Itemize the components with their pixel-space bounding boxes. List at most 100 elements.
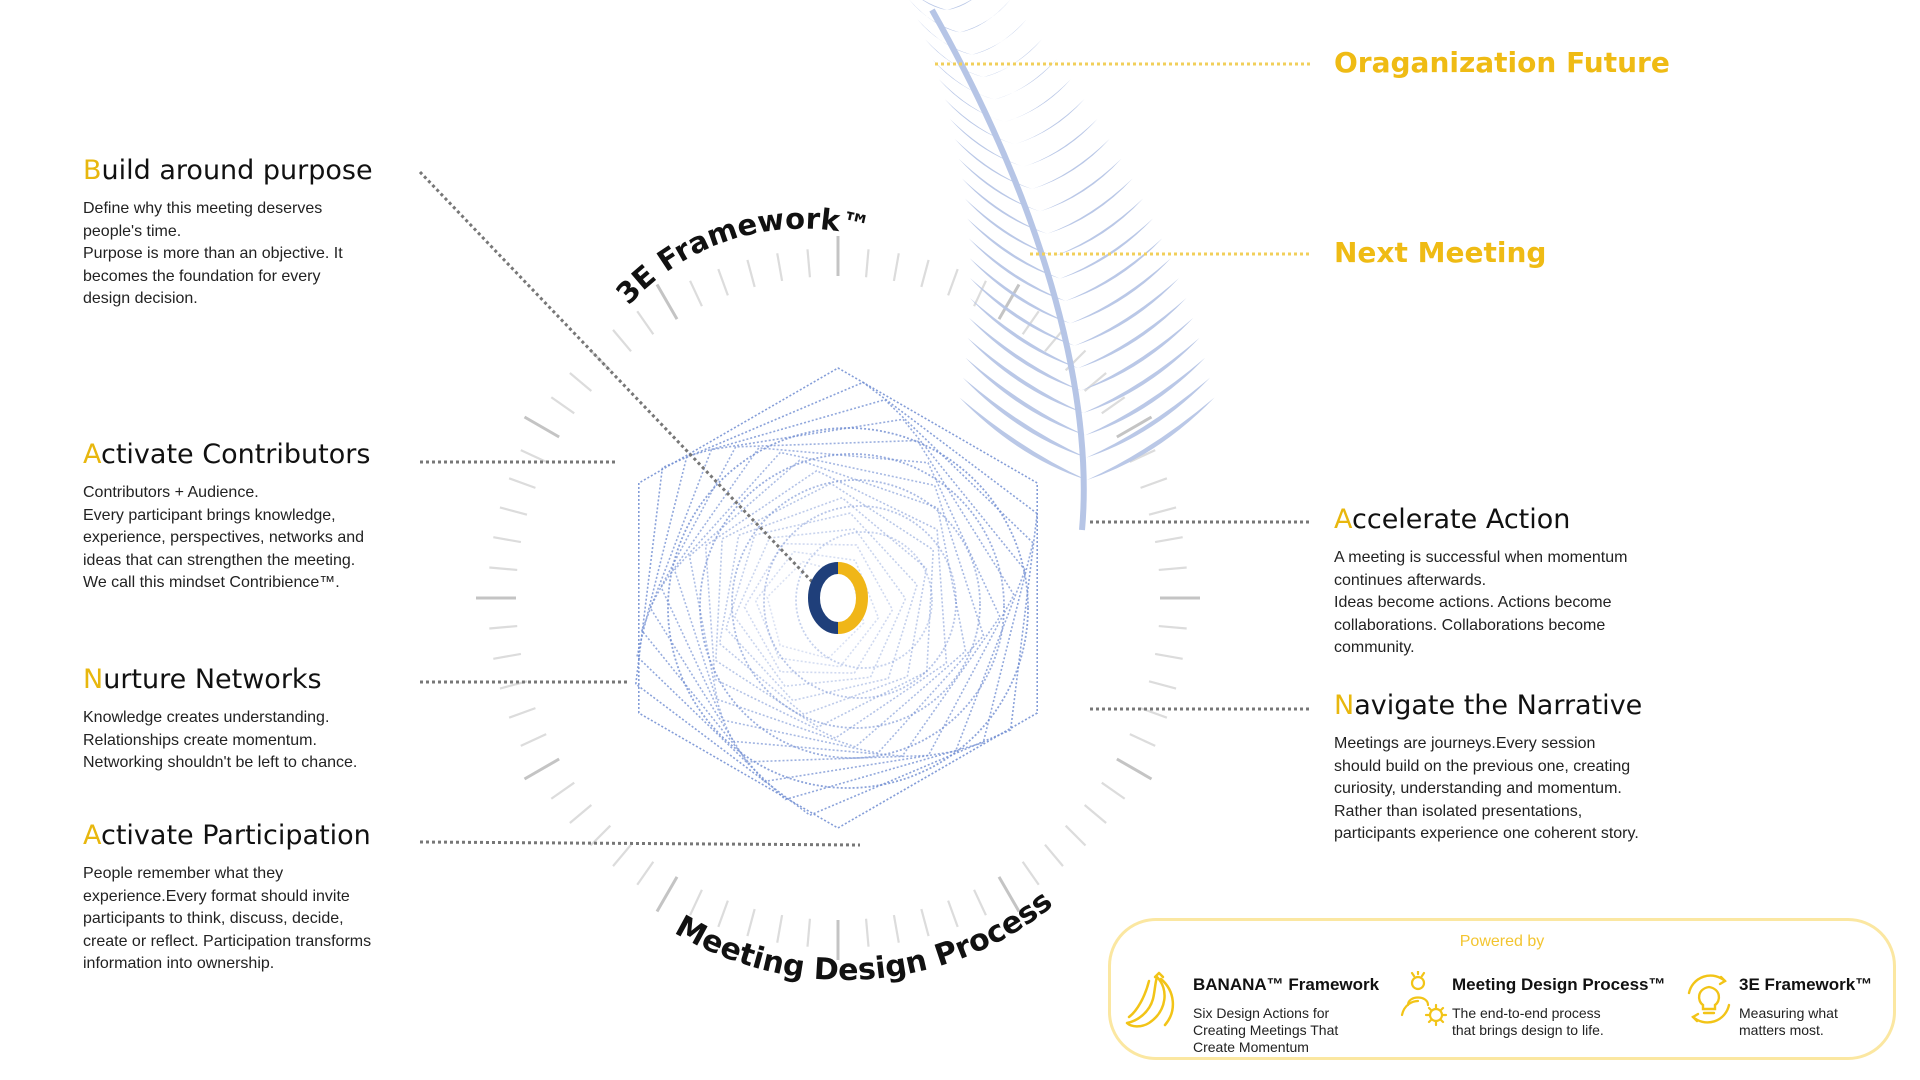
tick-mark	[973, 280, 987, 307]
section-title: Activate Participation	[83, 820, 371, 851]
section-body: People remember what they experience.Eve…	[83, 863, 371, 976]
spiral-hexagon	[636, 398, 1034, 801]
body-line: continues afterwards.	[1334, 571, 1487, 589]
spiral-hexagon	[649, 439, 1015, 763]
tick-mark	[920, 908, 930, 937]
fern-leaflet	[959, 0, 1011, 33]
section-title: Accelerate Action	[1334, 504, 1571, 535]
tick-mark	[1158, 624, 1187, 630]
connector-lines	[418, 62, 1310, 847]
body-line: People remember what they	[83, 865, 284, 882]
tick-mark	[997, 283, 1021, 320]
section-body: Contributors + Audience. Every participa…	[83, 482, 370, 595]
body-line: We call this mindset Contribience™.	[83, 574, 340, 591]
section-navigate-narrative: Navigate the Narrative Meetings are jour…	[1334, 689, 1642, 846]
tick-mark	[746, 908, 756, 937]
body-line: A meeting is successful when momentum	[1334, 549, 1628, 566]
tick-mark	[776, 253, 784, 282]
section-body: Meetings are journeys.Every session shou…	[1334, 733, 1642, 846]
body-line: becomes the foundation for every	[83, 267, 321, 285]
fern-leaflet	[958, 158, 1041, 212]
body-line: design decision.	[83, 290, 198, 307]
tick-mark	[1129, 449, 1156, 463]
fern-leaflet	[959, 397, 1087, 480]
body-line: participants to think, discuss, decide,	[83, 910, 344, 927]
tick-mark	[589, 824, 612, 847]
tick-mark	[550, 781, 575, 800]
tick-mark	[612, 329, 632, 353]
tick-mark	[569, 372, 593, 392]
body-line: Every participant brings knowledge,	[83, 506, 336, 524]
spiral-hexagon	[725, 512, 918, 702]
tick-mark	[550, 396, 575, 415]
tick-mark	[569, 804, 593, 824]
label-next-meeting: Next Meeting	[1334, 236, 1547, 269]
section-body: Define why this meeting deserves people'…	[83, 198, 373, 311]
spiral-hexagon	[660, 447, 1001, 757]
tick-mark	[1044, 329, 1064, 353]
tick-mark	[1154, 652, 1183, 660]
tick-mark	[1101, 396, 1126, 415]
fern-leaflet	[1014, 99, 1085, 145]
card-title: BANANA™ Framework	[1193, 975, 1380, 994]
tick-mark	[892, 914, 900, 943]
tick-mark	[612, 843, 632, 867]
body-line: curiosity, understanding and momentum.	[1334, 780, 1622, 797]
fern-leaflet	[922, 0, 947, 10]
person-gear-icon	[1400, 971, 1448, 1027]
spiral-circle	[795, 531, 933, 669]
connector-build	[418, 170, 822, 592]
section-title: Navigate the Narrative	[1334, 690, 1643, 721]
tick-mark	[636, 310, 655, 335]
body-line: create or reflect. Participation transfo…	[83, 932, 372, 950]
spiral-hexagon	[733, 528, 907, 688]
body-line: Define why this meeting deserves	[83, 200, 323, 217]
tick-mark	[499, 506, 528, 516]
section-title: Nurture Networks	[83, 664, 322, 695]
tick-mark	[1148, 506, 1177, 516]
tick-mark	[1154, 536, 1183, 544]
tick-mark	[523, 757, 560, 781]
spiral-rings	[634, 367, 1039, 829]
spiral-hexagon	[704, 469, 948, 740]
tick-mark	[717, 268, 729, 296]
body-line: participants experience one coherent sto…	[1334, 825, 1639, 842]
tick-mark	[493, 652, 522, 660]
powered-by-panel: Powered by BANANA™ Framework Six Design …	[1108, 918, 1896, 1060]
tick-mark	[776, 914, 784, 943]
section-activate-participation: Activate Participation People remember w…	[83, 819, 371, 976]
tick-mark	[493, 536, 522, 544]
spiral-hexagon	[743, 542, 894, 674]
tick-mark	[1140, 477, 1168, 489]
spiral-hexagon	[640, 418, 1027, 783]
tick-mark	[1021, 310, 1040, 335]
tick-mark	[806, 249, 812, 278]
tick-mark	[489, 566, 518, 572]
fern-leaflet	[954, 138, 1033, 190]
body-line: experience, perspectives, networks and	[83, 529, 365, 546]
body-line: collaborations. Collaborations become	[1334, 616, 1606, 634]
label-organization-future: Oraganization Future	[1334, 46, 1670, 79]
spiral-hexagon	[688, 459, 967, 748]
tick-mark	[1021, 861, 1040, 886]
tick-mark	[947, 268, 959, 296]
tick-mark	[1044, 843, 1064, 867]
banana-icon	[1125, 971, 1174, 1028]
arc-title-top: 3E Framework™	[609, 201, 873, 310]
fern-leaflet	[1004, 79, 1071, 122]
body-line: Contributors + Audience.	[83, 484, 259, 501]
connector-participation	[419, 840, 861, 847]
tick-mark	[717, 900, 729, 928]
body-line: Ideas become actions. Actions become	[1334, 594, 1612, 611]
body-line: Networking shouldn't be left to chance.	[83, 754, 358, 771]
section-title: Build around purpose	[83, 155, 373, 186]
body-line: Purpose is more than an objective. It	[83, 245, 343, 262]
tick-mark	[636, 861, 655, 886]
fern-leaflet	[1065, 238, 1163, 301]
body-line: Meetings are journeys.Every session	[1334, 735, 1596, 752]
tick-mark	[655, 283, 679, 320]
spiral-hexagon	[714, 482, 935, 728]
tick-mark	[1064, 824, 1087, 847]
body-line: Rather than isolated presentations,	[1334, 802, 1583, 820]
tick-mark	[997, 876, 1021, 913]
